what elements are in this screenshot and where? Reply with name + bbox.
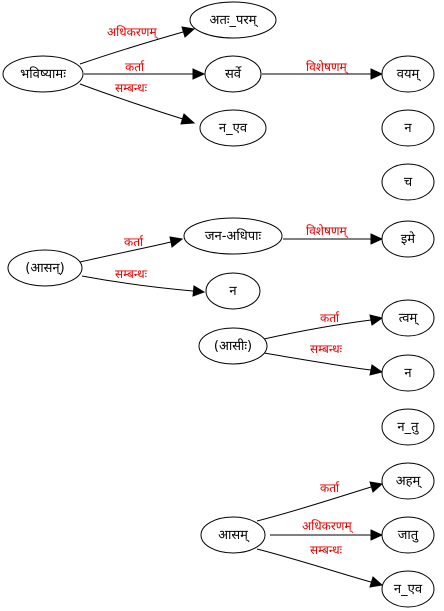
node-label: (आसन्): [25, 261, 64, 276]
edge-label-karta: कर्ता: [320, 481, 340, 495]
edge-asan-na: सम्बन्धः: [81, 267, 206, 297]
node-asam: आसम्: [200, 516, 266, 554]
edge-label-karta: कर्ता: [125, 60, 145, 74]
edge-asam-jatu: अधिकरणम्: [270, 519, 384, 541]
edge-label-sambandhah: सम्बन्धः: [115, 81, 148, 95]
edge-asam-aham: कर्ता: [256, 481, 384, 522]
node-label: न: [404, 121, 412, 136]
node-label: जन-अधिपाः: [205, 228, 262, 244]
node-label: न_एव: [219, 121, 248, 136]
node-na: न: [205, 272, 261, 310]
node-na-eva: न_एव: [381, 570, 435, 608]
edge-label-sambandhah: सम्बन्धः: [310, 342, 343, 356]
node-na-tu: न_तु: [381, 408, 435, 446]
node-na-eva: न_एव: [199, 109, 267, 147]
edge-sarve-vayam: विशेषणम्: [262, 60, 384, 80]
edge-label-visheshanam: विशेषणम्: [306, 224, 349, 239]
node-jatu: जातु: [381, 516, 435, 554]
node-label: न_तु: [397, 420, 419, 435]
node-label: इमे: [401, 231, 415, 247]
node-vayam: वयम्: [381, 55, 435, 93]
node-asih: (आसीः): [198, 327, 268, 365]
edge-label-karta: कर्ता: [320, 311, 340, 325]
node-label: वयम्: [397, 67, 422, 82]
edge-label-karta: कर्ता: [124, 235, 144, 249]
node-label: अतः_परम्: [210, 13, 259, 28]
node-label: च: [404, 175, 413, 190]
edge-label-adhikaranam: अधिकरणम्: [302, 519, 354, 534]
node-sarve: सर्वे: [204, 55, 262, 93]
edge-jana-adhipah-ime: विशेषणम्: [283, 224, 384, 245]
node-label: जातु: [398, 528, 419, 543]
edge-label-sambandhah: सम्बन्धः: [115, 267, 148, 281]
node-label: न_एव: [394, 582, 423, 597]
node-label: (आसीः): [214, 338, 252, 354]
node-na: न: [381, 354, 435, 392]
node-atah-param: अतः_परम्: [189, 1, 277, 39]
edge-label-adhikaranam: अधिकरणम्: [107, 25, 159, 40]
node-label: न: [229, 284, 237, 299]
node-cha: च: [381, 163, 435, 201]
node-bhavishyamah: भविष्यामः: [2, 55, 84, 93]
edge-bhavishyamah-sarve: कर्ता: [84, 60, 206, 80]
node-label: न: [404, 366, 412, 381]
node-aham: अहम्: [381, 462, 435, 500]
edge-asam-na-eva: सम्बन्धः: [256, 543, 384, 588]
node-tvam: त्वम्: [381, 299, 435, 337]
edge-label-sambandhah: सम्बन्धः: [310, 543, 343, 557]
node-asan: (आसन्): [7, 249, 83, 287]
node-label: सर्वे: [225, 66, 242, 82]
edge-bhavishyamah-atah-param: अधिकरणम्: [79, 25, 196, 65]
edge-label-visheshanam: विशेषणम्: [306, 60, 349, 75]
node-label: आसम्: [218, 528, 250, 543]
node-label: भविष्यामः: [20, 66, 66, 82]
edge-asan-jana-adhipah: कर्ता: [79, 235, 184, 263]
edge-asih-na: सम्बन्धः: [263, 342, 384, 376]
edge-bhavishyamah-na-eva: सम्बन्धः: [79, 81, 196, 125]
node-ime: इमे: [381, 220, 435, 258]
node-jana-adhipah: जन-अधिपाः: [183, 217, 283, 255]
node-label: त्वम्: [399, 311, 419, 326]
node-label: अहम्: [396, 474, 423, 489]
node-na: न: [381, 109, 435, 147]
edge-asih-tvam: कर्ता: [263, 311, 384, 340]
